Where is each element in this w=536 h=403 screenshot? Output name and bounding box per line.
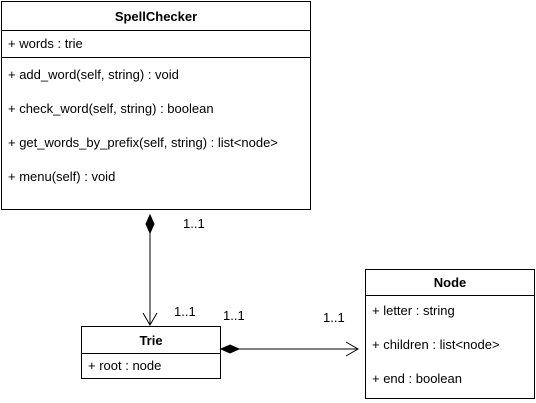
attributes-compartment: + words : trie <box>2 31 310 58</box>
association-trie-node <box>219 341 359 357</box>
multiplicity-spellchecker-end: 1..1 <box>183 216 205 231</box>
method-add-word: + add_word(self, string) : void <box>8 67 179 82</box>
attribute-root: + root : node <box>88 358 162 373</box>
attributes-compartment: + root : node <box>82 354 220 378</box>
class-trie[interactable]: Trie + root : node <box>81 326 221 379</box>
class-name: Node <box>366 270 534 296</box>
arrowhead-down <box>142 312 158 326</box>
class-node[interactable]: Node + letter : string + children : list… <box>365 269 535 399</box>
multiplicity-trie-top-end: 1..1 <box>174 304 196 319</box>
attributes-compartment: + letter : string + children : list<node… <box>366 296 534 398</box>
method-check-word: + check_word(self, string) : boolean <box>8 101 214 116</box>
class-spellchecker[interactable]: SpellChecker + words : trie + add_word(s… <box>1 1 311 210</box>
method-menu: + menu(self) : void <box>8 169 116 184</box>
arrowhead-right <box>345 341 359 357</box>
attribute-words: + words : trie <box>8 36 83 51</box>
attribute-children: + children : list<node> <box>372 337 500 352</box>
attribute-letter: + letter : string <box>372 303 455 318</box>
multiplicity-trie-right-end: 1..1 <box>223 308 245 323</box>
class-name: SpellChecker <box>2 2 310 31</box>
multiplicity-node-end: 1..1 <box>323 310 345 325</box>
class-name: Trie <box>82 327 220 354</box>
methods-compartment: + add_word(self, string) : void + check_… <box>2 58 310 209</box>
method-get-words-by-prefix: + get_words_by_prefix(self, string) : li… <box>8 135 278 150</box>
composition-diamond-left <box>219 344 241 354</box>
composition-diamond-top <box>145 213 155 235</box>
association-spellchecker-trie <box>142 213 158 326</box>
attribute-end: + end : boolean <box>372 371 462 386</box>
